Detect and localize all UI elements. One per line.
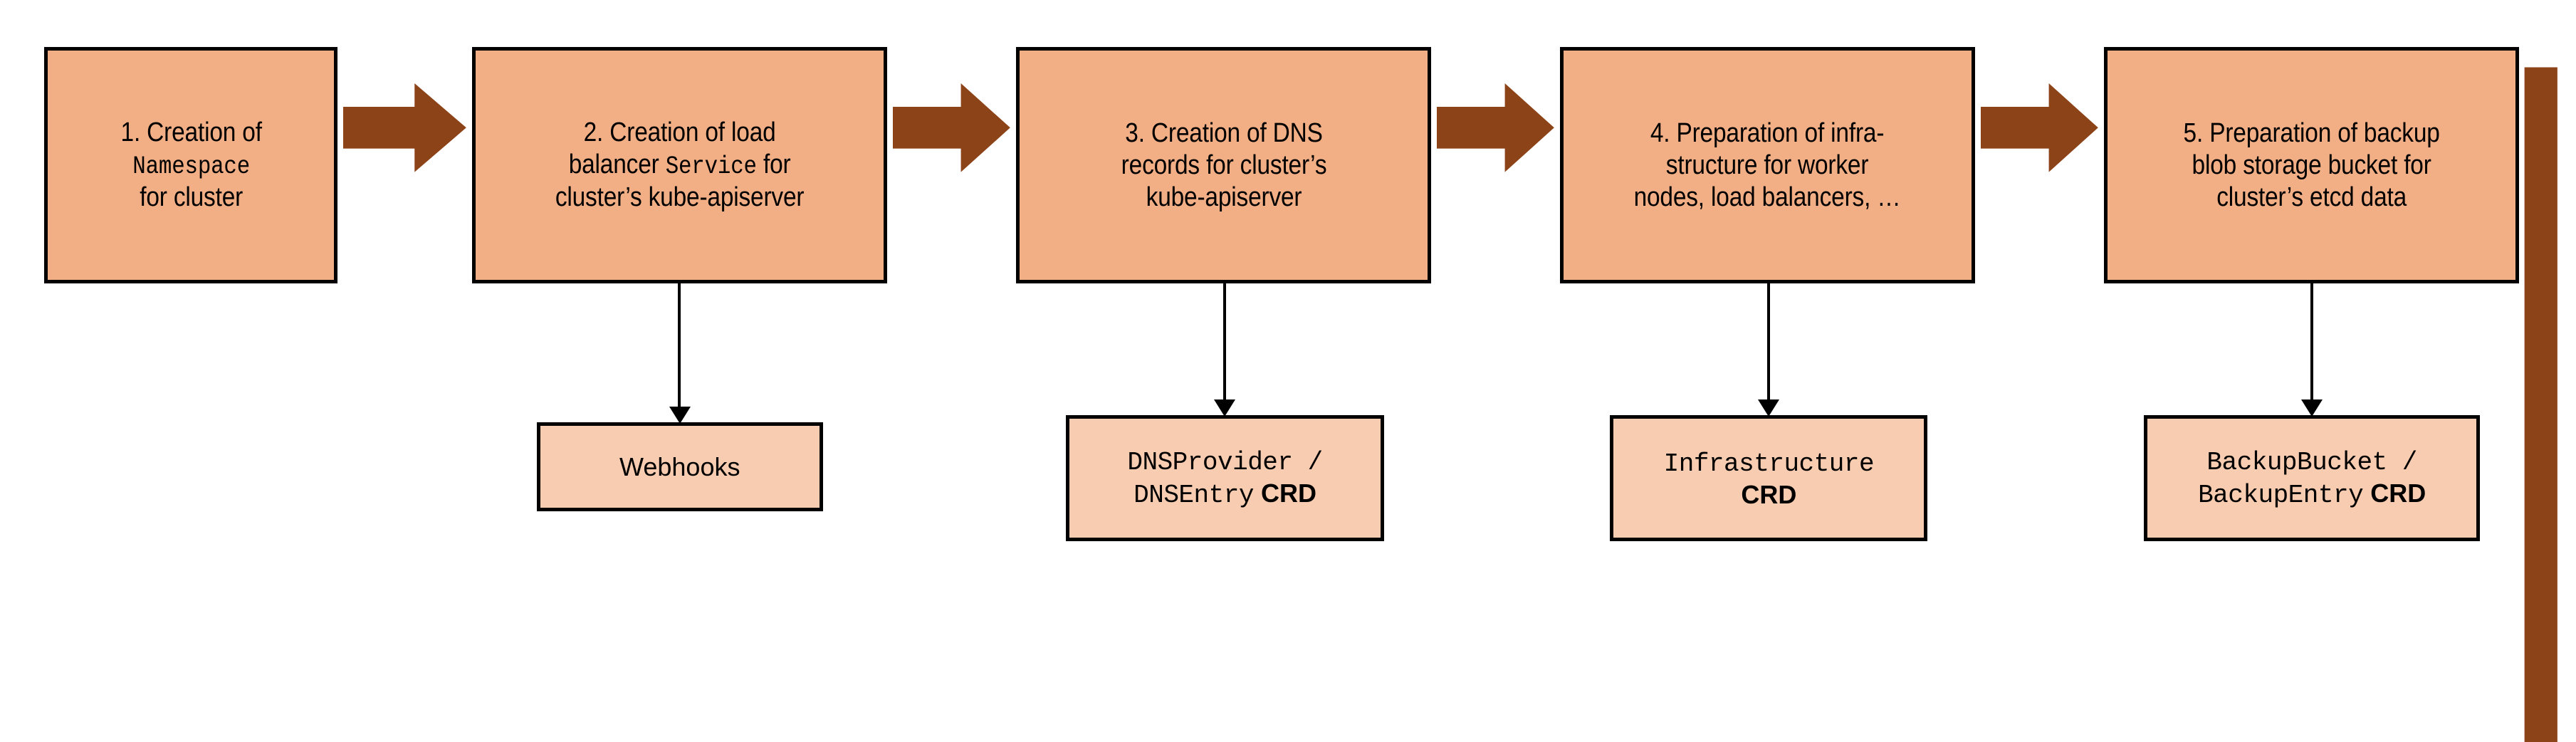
connector-line — [2310, 283, 2313, 401]
flow-arrow-1-to-2 — [343, 83, 467, 172]
text-run: cluster’s etcd data — [2216, 182, 2407, 212]
text-run: 2. Creation of load — [583, 117, 776, 148]
connector-arrowhead — [669, 406, 691, 424]
connector-line — [678, 283, 681, 408]
text-run: kube-apiserver — [1146, 182, 1302, 212]
resource-box[interactable]: DNSProvider /DNSEntry CRD — [1066, 414, 1384, 541]
resource-cell: BackupBucket /BackupEntry CRD — [2147, 419, 2476, 538]
text-run: for cluster — [139, 182, 243, 213]
connector-line — [1222, 283, 1226, 401]
resource-name: Namespace — [132, 152, 250, 181]
resource-box[interactable]: Webhooks — [536, 422, 823, 511]
resource-name: BackupBucket / — [2206, 448, 2417, 478]
text-run: structure for worker — [1666, 150, 1869, 180]
connector-arrowhead — [1214, 399, 1236, 417]
text-run: cluster’s kube-apiserver — [555, 182, 805, 213]
connector-line — [1766, 283, 1770, 401]
resource-name: DNSProvider / — [1127, 448, 1323, 478]
connector-arrowhead — [2301, 399, 2323, 417]
crd-label: CRD — [1741, 479, 1797, 509]
flow-arrow-4-to-5 — [1980, 83, 2098, 172]
connector-arrowhead — [1758, 399, 1780, 417]
text-run: balancer — [568, 150, 666, 179]
resource-cell: DNSProvider /DNSEntry CRD — [1069, 419, 1380, 538]
text-run: records for cluster’s — [1121, 150, 1326, 180]
resource-box[interactable]: BackupBucket /BackupEntry CRD — [2143, 414, 2481, 541]
resource-name: Service — [665, 152, 757, 181]
resource-cell: Webhooks — [540, 426, 820, 508]
text-run: nodes, load balancers, … — [1633, 182, 1901, 212]
text-run: 1. Creation of — [120, 117, 262, 148]
resource-name: DNSEntry — [1133, 481, 1254, 511]
text-run: 4. Preparation of infra- — [1650, 117, 1885, 148]
text-run: blob storage bucket for — [2192, 150, 2431, 180]
flow-arrow-3-to-4 — [1437, 83, 1554, 172]
text-run: 5. Preparation of backup — [2183, 117, 2440, 148]
text-run: Webhooks — [619, 451, 740, 481]
text-run: for — [756, 150, 791, 179]
crd-label: CRD — [1253, 479, 1316, 508]
crd-label: CRD — [2363, 479, 2426, 508]
step-label: 4. Preparation of infra-structure for wo… — [1629, 117, 1906, 213]
step-box-4[interactable]: 4. Preparation of infra-structure for wo… — [1559, 47, 1975, 283]
resource-name: Infrastructure — [1663, 449, 1875, 479]
text-run: 3. Creation of DNS — [1124, 117, 1323, 148]
resource-name: BackupEntry — [2198, 481, 2364, 511]
flow-arrow-2-to-3 — [893, 83, 1011, 172]
